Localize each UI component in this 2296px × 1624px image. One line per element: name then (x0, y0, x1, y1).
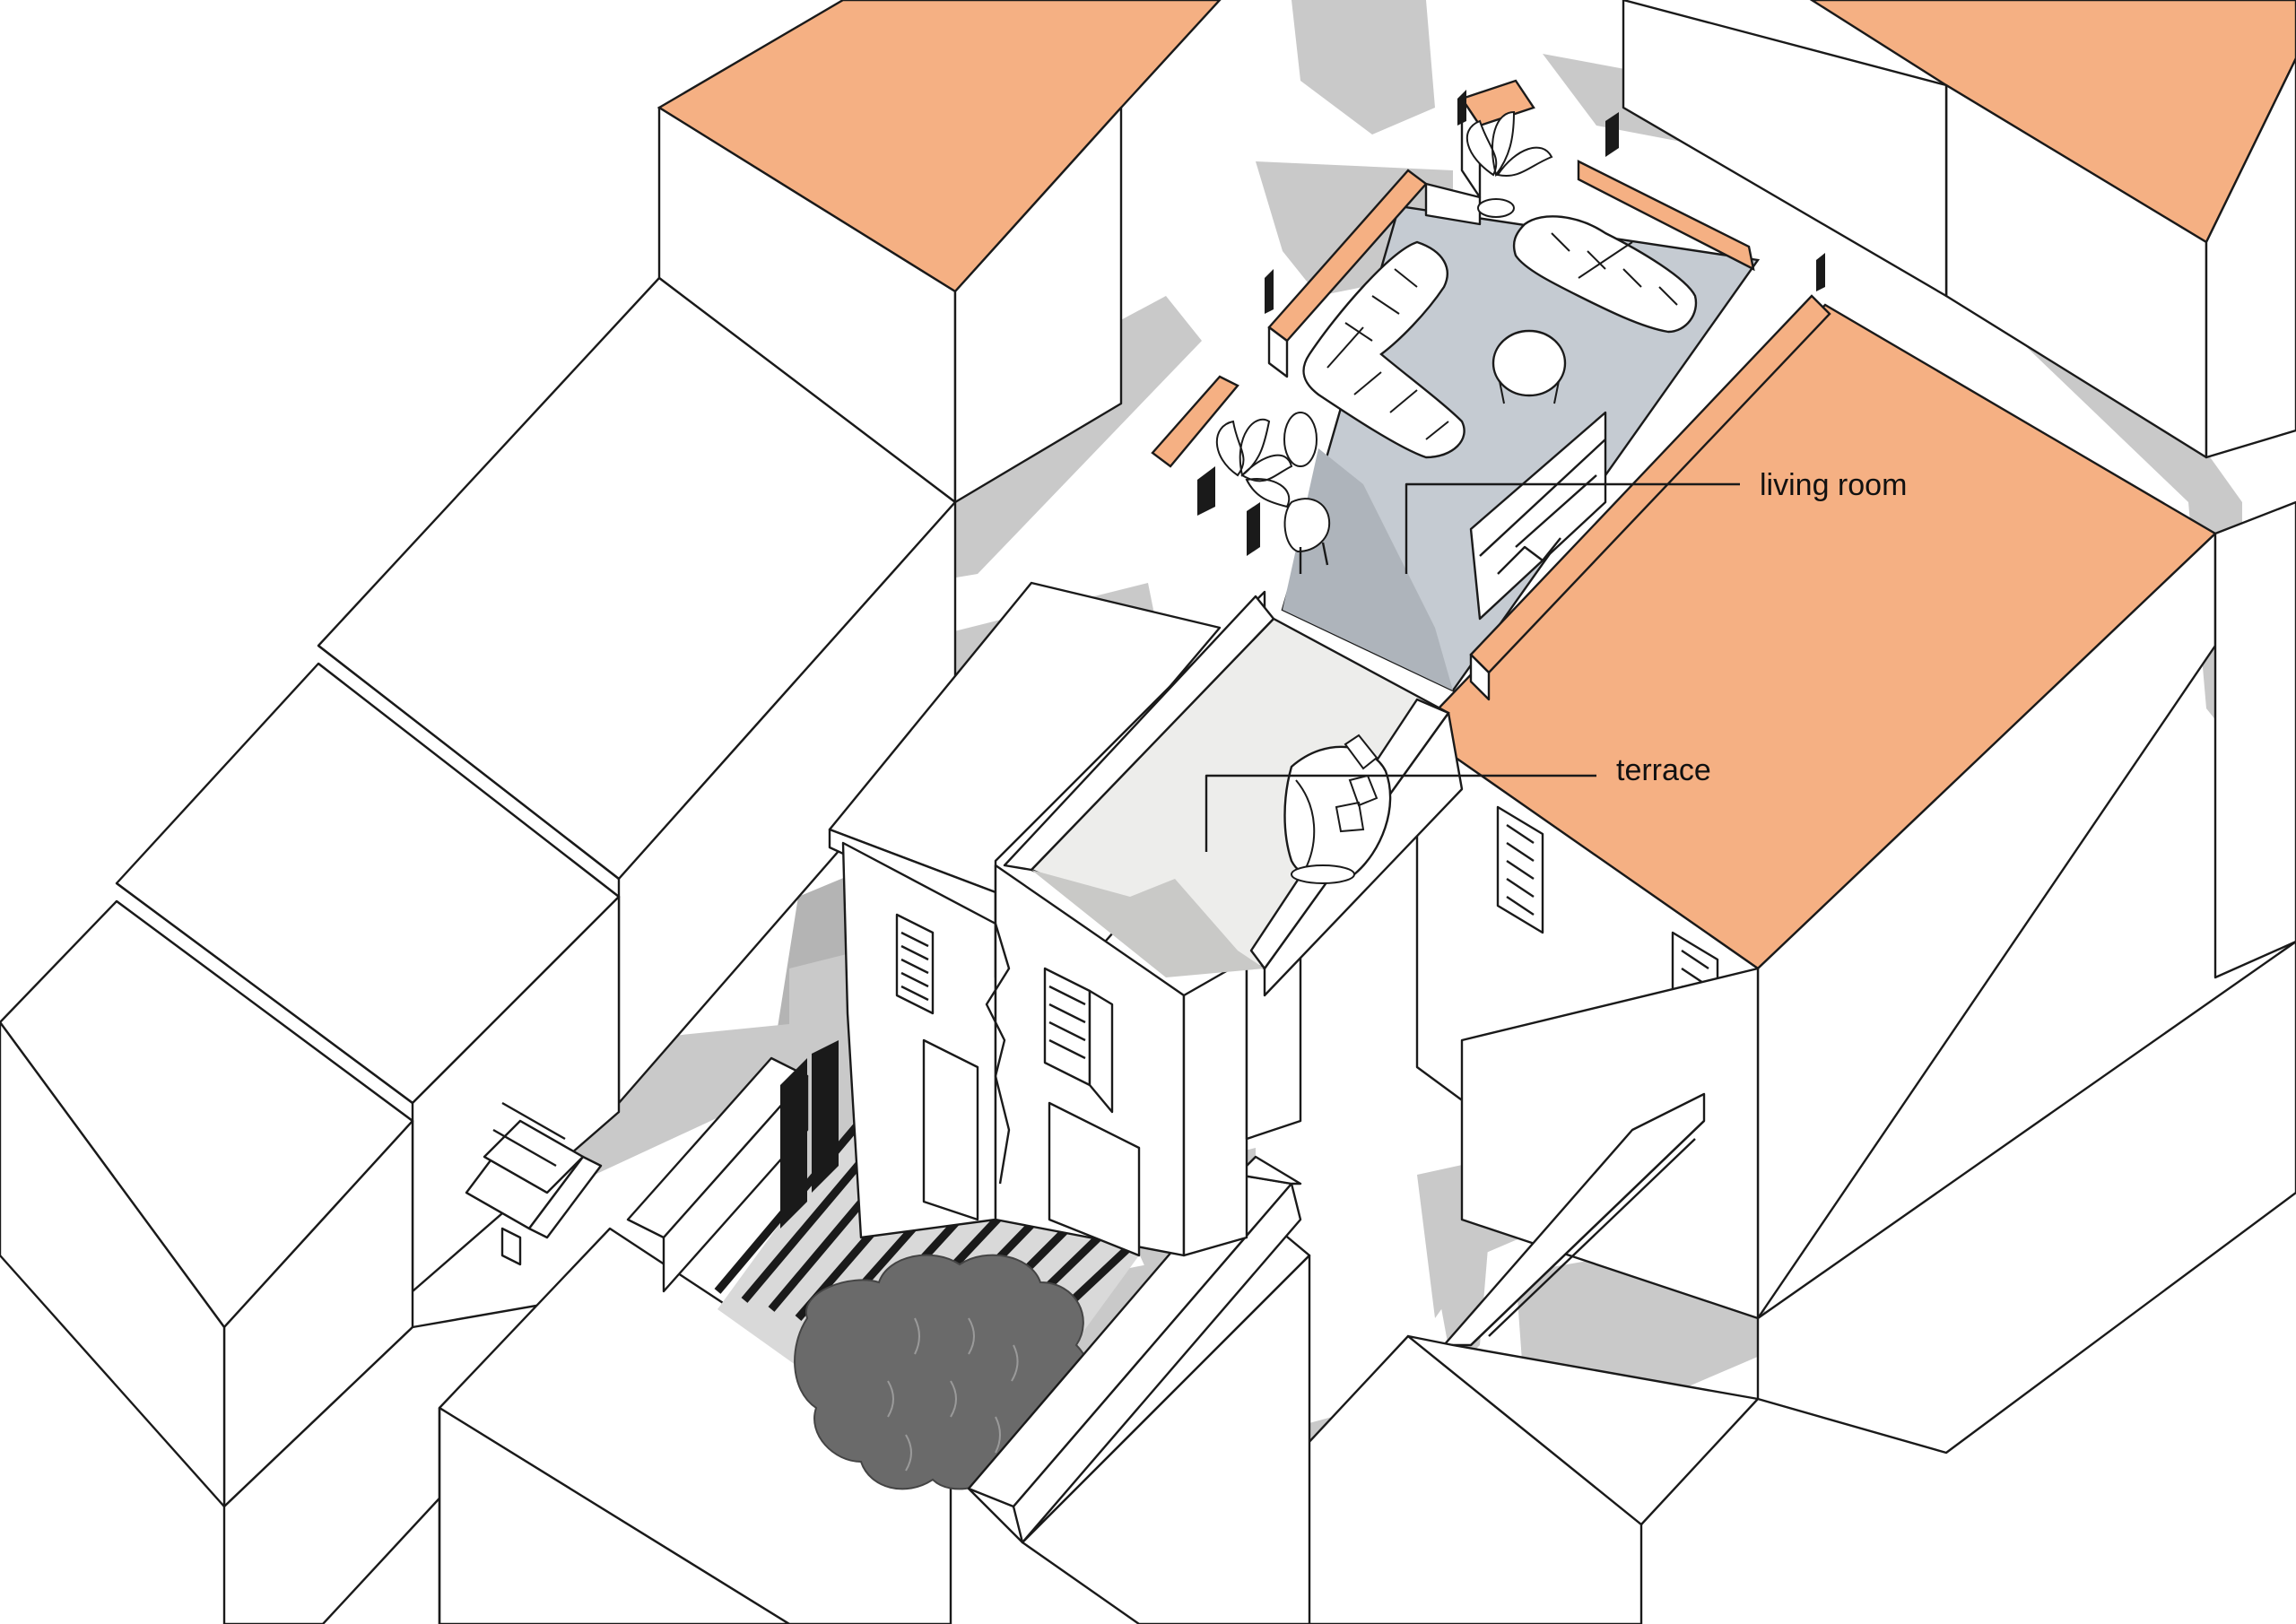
hanging-chair-icon (1283, 734, 1392, 884)
window-house-1 (895, 913, 935, 1015)
sofa-left-icon (1302, 240, 1465, 459)
plant-top-icon (1465, 110, 1553, 218)
shutters-courtyard (780, 1040, 839, 1229)
annotation-living-room: living room (1405, 468, 1907, 574)
window-right-1 (1496, 805, 1544, 934)
sofa-right-icon (1512, 215, 1698, 334)
terrace-area (1003, 595, 1464, 997)
window-house-2 (1043, 967, 1114, 1114)
leader-line-terrace (1205, 774, 1596, 852)
annotation-terrace: terrace (1205, 753, 1711, 852)
label-terrace: terrace (1616, 753, 1711, 787)
exterior-steps (465, 1101, 603, 1266)
label-living-room: living room (1760, 468, 1907, 502)
leader-line-living-room (1405, 482, 1740, 574)
right-neighbour-buildings (1137, 0, 2296, 1624)
plant-left-icon (1215, 412, 1318, 508)
round-table-icon (1492, 329, 1567, 404)
chair-icon (1283, 498, 1331, 574)
